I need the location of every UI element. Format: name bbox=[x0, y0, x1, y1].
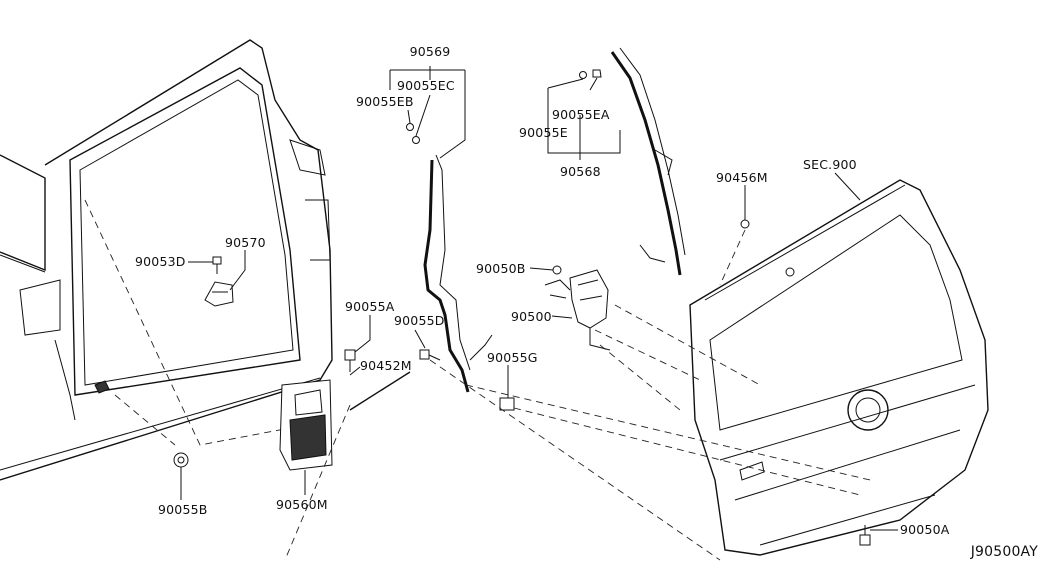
callout-90055ea: 90055EA bbox=[552, 107, 610, 122]
callout-90500: 90500 bbox=[511, 309, 552, 324]
nut-90055b-part bbox=[173, 452, 189, 468]
callout-sec900: SEC.900 bbox=[803, 157, 857, 172]
callout-90055g: 90055G bbox=[487, 350, 538, 365]
callout-90053d: 90053D bbox=[135, 254, 186, 269]
callout-90452m: 90452M bbox=[360, 358, 412, 373]
callout-90055ec: 90055EC bbox=[397, 78, 455, 93]
callout-90568: 90568 bbox=[560, 164, 601, 179]
bracket-part bbox=[204, 281, 234, 307]
bolt-90055d-part bbox=[419, 349, 441, 361]
connector-90055g-part bbox=[499, 397, 515, 411]
leader-lines bbox=[180, 66, 898, 531]
callout-90055b: 90055B bbox=[158, 502, 208, 517]
harness-90568-part bbox=[610, 47, 686, 276]
wiper-motor-90560m-part bbox=[279, 379, 333, 471]
clip-90055e-part bbox=[579, 71, 587, 79]
installation-lines bbox=[284, 229, 871, 561]
callout-90055a: 90055A bbox=[345, 299, 395, 314]
callout-90055e: 90055E bbox=[519, 125, 568, 140]
callout-90055eb: 90055EB bbox=[356, 94, 414, 109]
diagram-reference-code: J90500AY bbox=[970, 544, 1039, 560]
clip-90055ec-part bbox=[412, 136, 420, 144]
callout-90055d: 90055D bbox=[394, 313, 445, 328]
callout-90456m: 90456M bbox=[716, 170, 768, 185]
back-door-panel bbox=[689, 179, 989, 556]
stay-rod-90452m-part bbox=[349, 371, 411, 411]
harness-90569-part bbox=[423, 154, 493, 393]
callout-90050b: 90050B bbox=[476, 261, 526, 276]
bolt-90050a-part bbox=[859, 525, 871, 546]
callout-90560m: 90560M bbox=[276, 497, 328, 512]
vehicle-body-outline bbox=[0, 39, 333, 481]
callout-90570: 90570 bbox=[225, 235, 266, 250]
dashed-mount-region bbox=[84, 199, 291, 446]
callout-90050a: 90050A bbox=[900, 522, 950, 537]
bolt-90053d-part bbox=[212, 256, 222, 274]
bolt-90055a-part bbox=[344, 349, 356, 372]
callout-90569: 90569 bbox=[410, 44, 451, 59]
lock-actuator-90500-part bbox=[544, 269, 609, 329]
bolt-90050b-part bbox=[552, 265, 562, 275]
clip-90055ea-part bbox=[592, 69, 602, 78]
grommet-90456m-part bbox=[740, 219, 750, 229]
clip-90055eb-part bbox=[406, 123, 414, 131]
